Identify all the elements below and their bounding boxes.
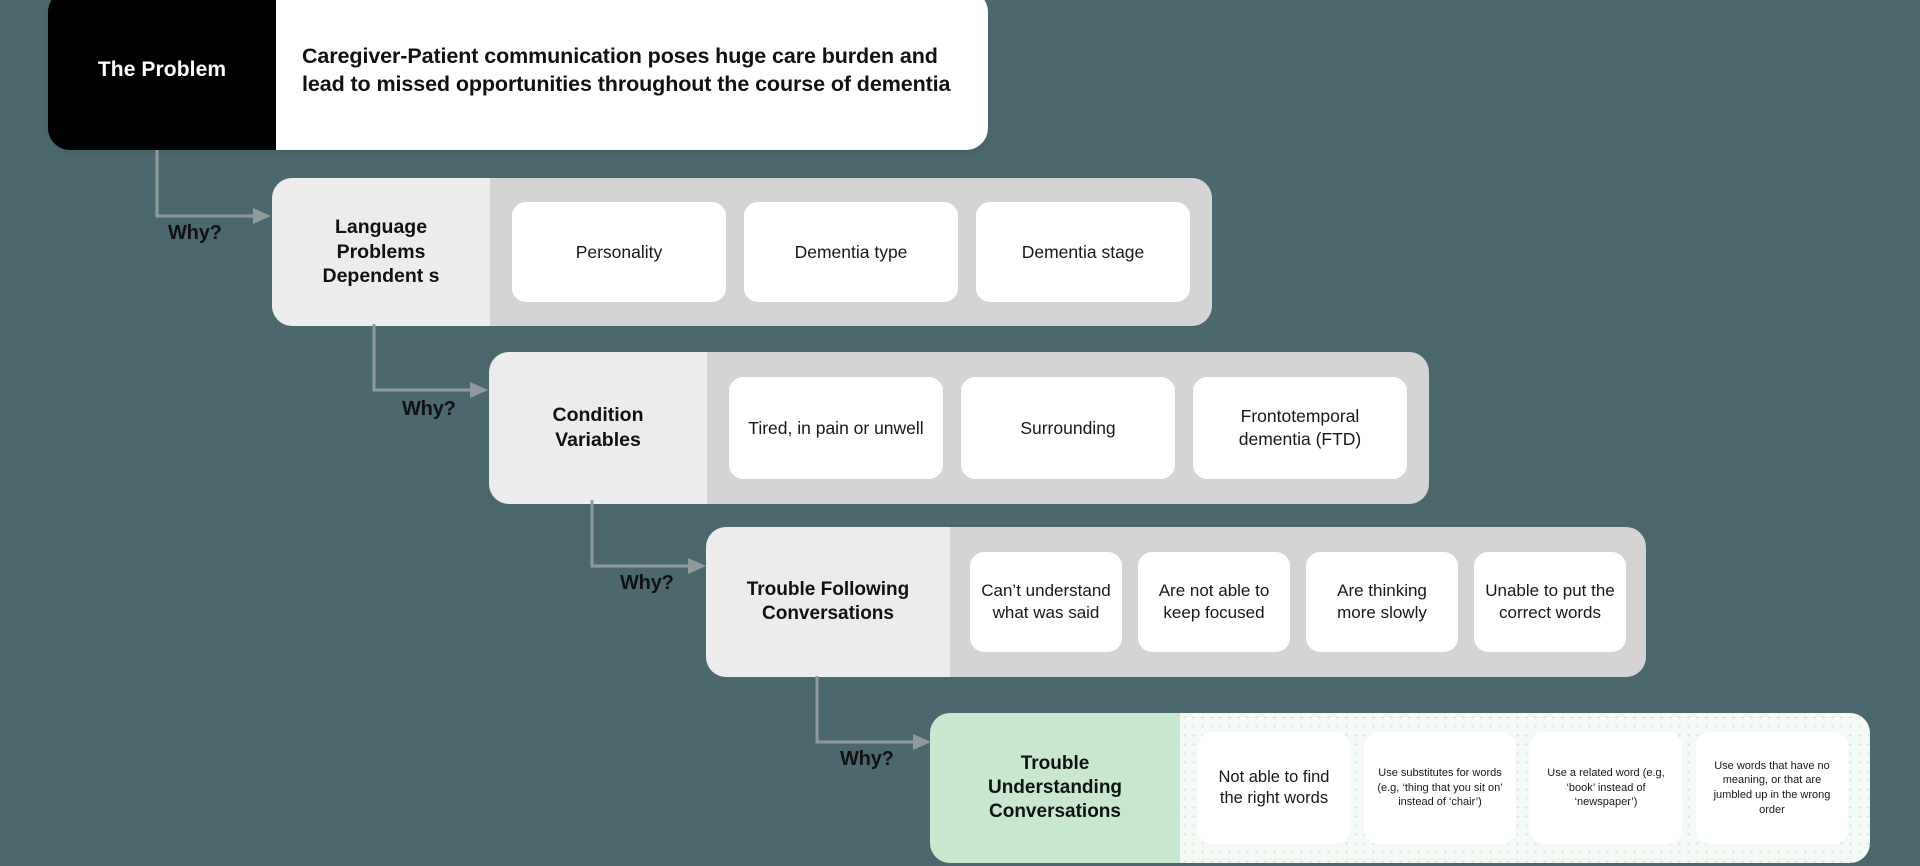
row-understanding-label: Trouble Understanding Conversations: [930, 713, 1180, 863]
why-label-1: Why?: [168, 222, 222, 244]
row-understanding-cards: Not able to find the right words Use sub…: [1180, 713, 1870, 863]
row-following-label-line-1: Trouble Following: [746, 578, 910, 600]
row-condition-label: Condition Variables: [489, 352, 707, 504]
card-personality: Personality: [512, 202, 726, 302]
row-understanding: Trouble Understanding Conversations Not …: [930, 713, 1870, 863]
card-use-words-no-meaning: Use words that have no meaning, or that …: [1696, 732, 1848, 844]
row-condition: Condition Variables Tired, in pain or un…: [489, 352, 1429, 504]
row-language-label-line-2: Problems: [336, 240, 426, 263]
row-condition-label-line-1: Condition: [552, 404, 644, 427]
card-cant-understand-what-was-said: Can’t understand what was said: [970, 552, 1122, 652]
card-use-a-related-word: Use a related word (e.g, ‘book’ instead …: [1530, 732, 1682, 844]
row-following-label-line-2: Conversations: [762, 603, 894, 624]
connector-problem-to-language: [155, 150, 285, 265]
card-not-able-to-find-right-words: Not able to find the right words: [1198, 732, 1350, 844]
row-condition-cards: Tired, in pain or unwell Surrounding Fro…: [707, 352, 1429, 504]
connector-language-to-condition: [372, 324, 502, 439]
card-unable-to-put-correct-words: Unable to put the correct words: [1474, 552, 1626, 652]
why-label-4: Why?: [840, 748, 894, 770]
row-understanding-label-line-2: Understanding: [987, 776, 1123, 798]
row-following-cards: Can’t understand what was said Are not a…: [950, 527, 1646, 677]
connector-condition-to-following: [590, 500, 720, 615]
card-dementia-stage: Dementia stage: [976, 202, 1190, 302]
why-label-2: Why?: [402, 398, 456, 420]
row-language-label-line-1: Language: [334, 215, 428, 238]
card-surrounding: Surrounding: [961, 377, 1175, 479]
row-understanding-label-line-1: Trouble: [1020, 752, 1090, 774]
row-language-label-line-3: Dependent s: [322, 265, 440, 288]
card-not-able-to-keep-focused: Are not able to keep focused: [1138, 552, 1290, 652]
row-understanding-label-line-3: Conversations: [989, 801, 1121, 823]
row-language-label: Language Problems Dependent s: [272, 178, 490, 326]
problem-banner: The Problem Caregiver-Patient communicat…: [48, 0, 988, 150]
row-language: Language Problems Dependent s Personalit…: [272, 178, 1212, 326]
row-language-cards: Personality Dementia type Dementia stage: [490, 178, 1212, 326]
card-dementia-type: Dementia type: [744, 202, 958, 302]
card-thinking-more-slowly: Are thinking more slowly: [1306, 552, 1458, 652]
row-following-label: Trouble Following Conversations: [706, 527, 950, 677]
problem-label: The Problem: [48, 0, 276, 150]
row-following: Trouble Following Conversations Can’t un…: [706, 527, 1646, 677]
row-condition-label-line-2: Variables: [555, 429, 641, 451]
card-use-substitutes-for-words: Use substitutes for words (e.g, ‘thing t…: [1364, 732, 1516, 844]
card-frontotemporal-dementia: Frontotemporal dementia (FTD): [1193, 377, 1407, 479]
card-tired-in-pain-or-unwell: Tired, in pain or unwell: [729, 377, 943, 479]
problem-statement: Caregiver-Patient communication poses hu…: [276, 0, 988, 150]
connector-following-to-understanding: [815, 676, 945, 791]
why-label-3: Why?: [620, 572, 674, 594]
